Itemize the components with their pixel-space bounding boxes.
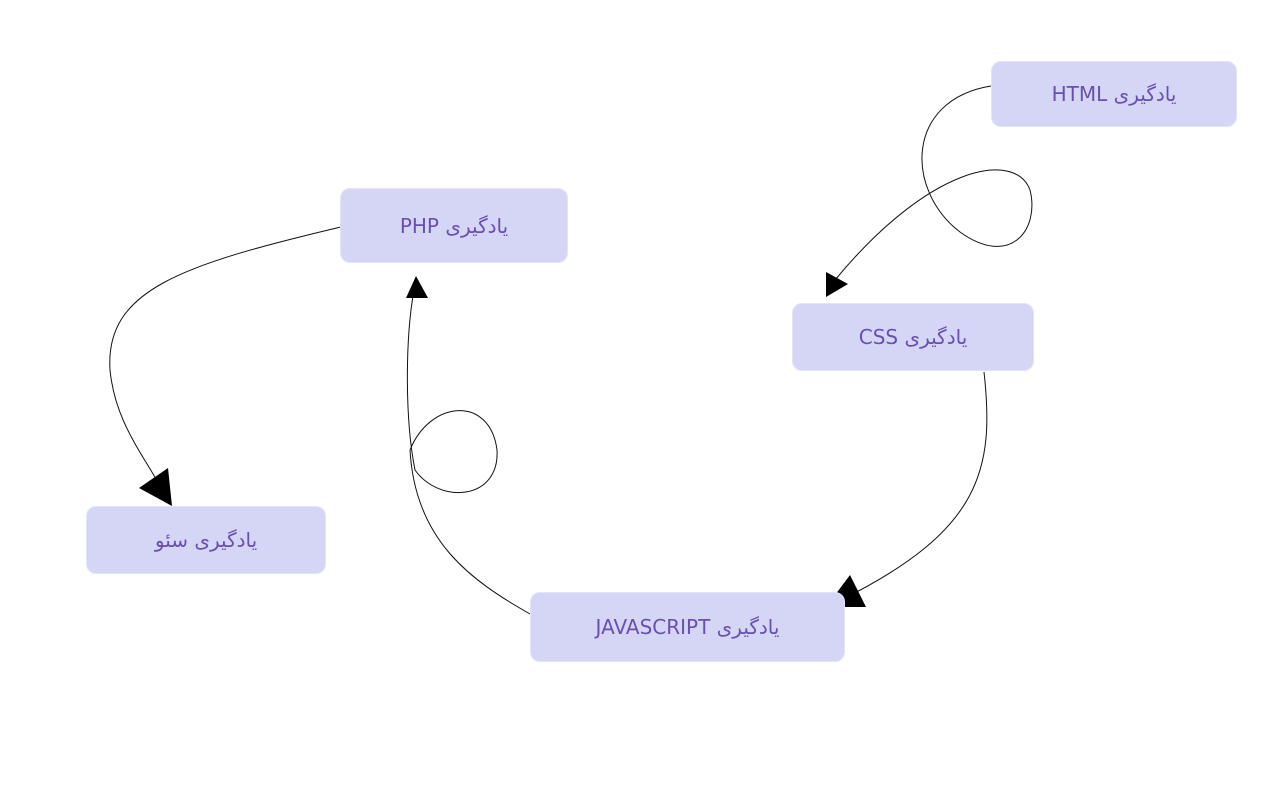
arrowhead-php [406,276,428,298]
edge-javascript-to-php [406,289,531,615]
node-css[interactable]: یادگیری CSS [792,303,1034,371]
node-javascript[interactable]: یادگیری JAVASCRIPT [530,592,845,662]
node-css-label: یادگیری CSS [858,325,968,349]
arrowhead-css [826,272,848,297]
edge-php-to-seo [109,225,346,487]
edge-css-to-javascript [844,371,988,599]
node-seo[interactable]: یادگیری سئو [86,506,326,574]
node-seo-label: یادگیری سئو [154,528,258,552]
node-javascript-label: یادگیری JAVASCRIPT [595,615,780,639]
node-html-label: یادگیری HTML [1051,82,1177,106]
node-html[interactable]: یادگیری HTML [991,61,1237,127]
arrowhead-seo [139,468,172,506]
node-php[interactable]: یادگیری PHP [340,188,568,263]
node-php-label: یادگیری PHP [399,213,509,238]
